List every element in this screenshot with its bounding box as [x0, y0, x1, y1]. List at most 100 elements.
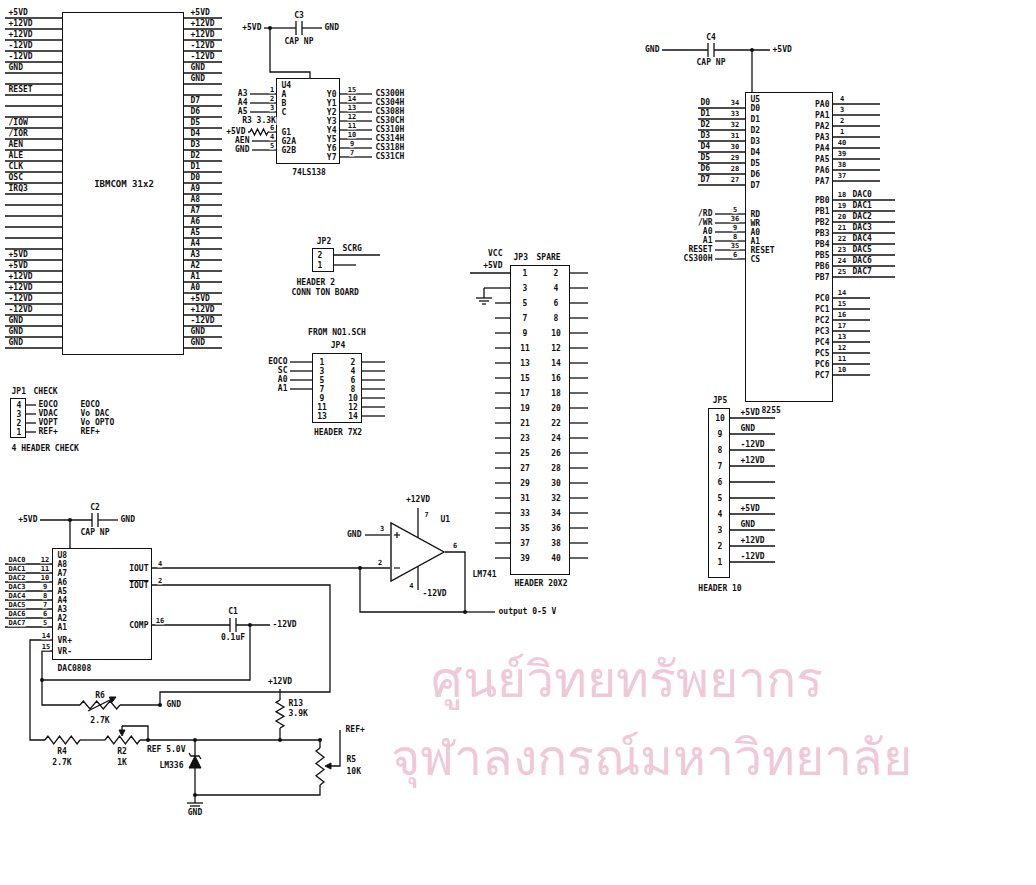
- wire: [417, 567, 418, 590]
- wire: [98, 519, 118, 520]
- note: REF+: [80, 428, 100, 436]
- pin-number: 5: [269, 142, 274, 149]
- signal-label: D3: [190, 141, 201, 149]
- pin-name: PC2: [815, 317, 830, 325]
- net-label: +5VD: [772, 46, 792, 54]
- wire: [26, 422, 36, 423]
- signal-label: +12VD: [190, 20, 215, 28]
- pin-name: SPARE: [536, 254, 561, 262]
- pin-name: 17: [520, 390, 531, 398]
- pin-name: 8: [717, 447, 723, 455]
- pin-name: Y2: [326, 109, 337, 117]
- wire: [495, 527, 510, 528]
- pin-name: PA3: [815, 134, 830, 142]
- net-label: +12VD: [740, 537, 765, 545]
- resistor-symbol: [105, 736, 140, 744]
- net-label: GND: [347, 531, 362, 539]
- pin-name: 30: [551, 480, 562, 488]
- wire: [195, 785, 320, 795]
- signal-label: CS300H: [683, 255, 713, 263]
- pin-number: 17: [837, 323, 846, 330]
- pin-name: A3: [57, 606, 68, 614]
- output-label: output 0-5 V: [498, 608, 557, 616]
- wire: [730, 465, 775, 466]
- pin-name: C: [281, 109, 287, 117]
- bus-pin-line: [184, 303, 222, 304]
- net-label: GND: [740, 425, 755, 433]
- dac-chip: U8A8A7A6A5A4A3A2A1IOUTIOUTCOMPVR+VR-DAC0…: [52, 548, 152, 660]
- wire: [833, 374, 870, 375]
- wire: [495, 497, 510, 498]
- signal-label: D7: [190, 97, 201, 105]
- part-value: 10K: [346, 768, 361, 776]
- resistor-symbol: [276, 700, 284, 728]
- pin-number: 1: [269, 86, 274, 93]
- signal-label: RESET: [8, 86, 33, 94]
- signal-label: D7: [700, 176, 711, 184]
- wire: [833, 169, 880, 170]
- signal-label: CS318H: [375, 144, 405, 152]
- wiper-arrow: [109, 697, 116, 702]
- signal-label: D6: [700, 165, 711, 173]
- bus-pin-line: [184, 83, 222, 84]
- bus-pin-line: [184, 336, 222, 337]
- pin-number: 12: [40, 556, 49, 563]
- bus-pin-line: [5, 193, 62, 194]
- part-name: C2: [90, 504, 101, 512]
- pin-name: VR+: [57, 637, 72, 645]
- wire: [495, 347, 510, 348]
- pin-name: 14: [551, 360, 562, 368]
- wire: [698, 107, 745, 108]
- net-label: GND: [645, 46, 660, 54]
- signal-label: CS310H: [375, 126, 405, 134]
- pin-name: 32: [551, 495, 562, 503]
- pin-number: 3: [839, 107, 844, 114]
- part-name: LM336: [159, 762, 184, 770]
- wire: [194, 740, 195, 756]
- signal-label: A5: [190, 229, 201, 237]
- junction-dot: [750, 48, 754, 52]
- bus-pin-line: [184, 116, 222, 117]
- pin-number: 28: [730, 166, 739, 173]
- signal-label: DAC2: [852, 213, 872, 221]
- pin-number: 15: [347, 86, 356, 93]
- pin-number: 38: [837, 162, 846, 169]
- ref-designator: JP3: [513, 254, 528, 262]
- wire: [833, 125, 880, 126]
- wire: [833, 180, 880, 181]
- part-name: R5: [346, 756, 357, 764]
- pin-name: 8: [350, 386, 356, 394]
- pin-name: PC5: [815, 350, 830, 358]
- pin-name: PA0: [815, 101, 830, 109]
- pin-name: 7: [522, 315, 528, 323]
- wire: [833, 210, 895, 211]
- pin-number: 13: [837, 334, 846, 341]
- wire: [362, 415, 385, 416]
- wire: [833, 114, 880, 115]
- pin-name: 28: [551, 465, 562, 473]
- wiper: [88, 700, 111, 712]
- wire: [730, 529, 775, 530]
- note: EOCO: [80, 401, 100, 409]
- signal-label: A6: [190, 218, 201, 226]
- pin-number: 4: [839, 96, 844, 103]
- resistor-symbol: [316, 748, 324, 785]
- signal-label: +5VD: [8, 251, 28, 259]
- pin-name: RESET: [750, 247, 775, 255]
- pin-name: 1: [16, 429, 22, 437]
- pin-name: A8: [57, 561, 68, 569]
- signal-label: -12VD: [8, 42, 33, 50]
- pin-number: 37: [837, 173, 846, 180]
- wire: [120, 704, 160, 705]
- bus-pin-line: [5, 292, 62, 293]
- pin-name: 34: [551, 510, 562, 518]
- bus-pin-line: [184, 292, 222, 293]
- part-type: HEADER 20X2: [514, 580, 568, 588]
- wiper-arrow: [325, 763, 331, 769]
- signal-label: DAC1: [852, 202, 872, 210]
- wire: [833, 243, 895, 244]
- pin-name: 22: [551, 420, 562, 428]
- junction-dot: [193, 793, 197, 797]
- pin-number: 2: [269, 95, 274, 102]
- junction-dot: [68, 518, 72, 522]
